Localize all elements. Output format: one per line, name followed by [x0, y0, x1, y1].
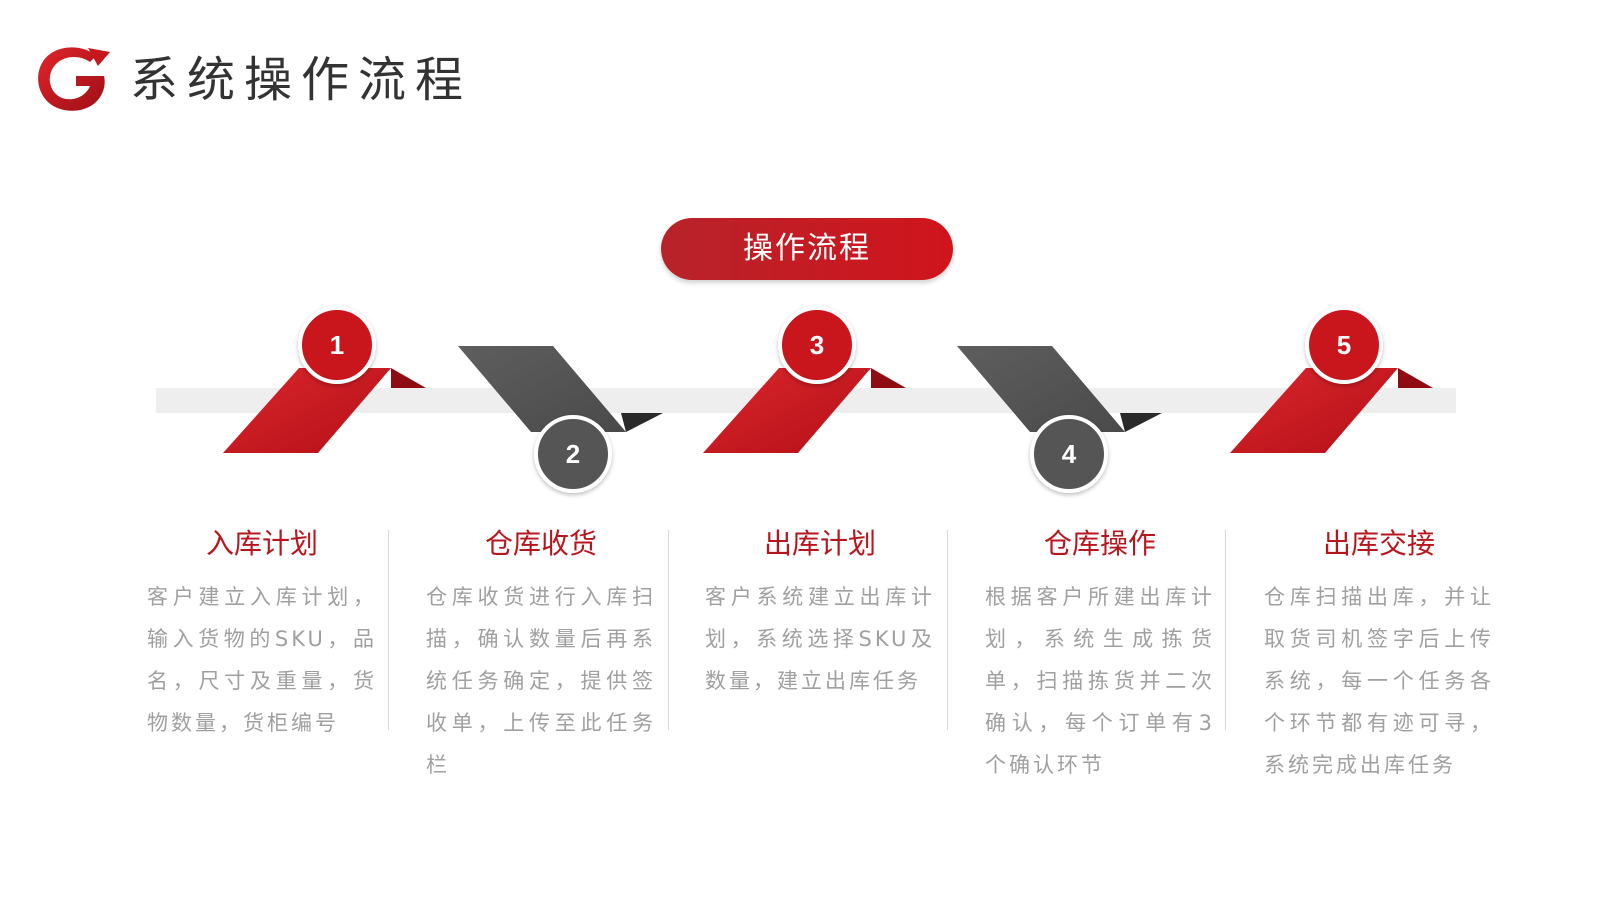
step-4-column: 仓库操作 根据客户所建出库计划，系统生成拣货单，扫描拣货并二次确认，每个订单有3… — [985, 522, 1215, 786]
step-1-description: 客户建立入库计划，输入货物的SKU，品名，尺寸及重量，货物数量，货柜编号 — [147, 585, 377, 735]
column-divider — [947, 530, 948, 730]
column-divider — [668, 530, 669, 730]
step-5-column: 出库交接 仓库扫描出库，并让取货司机签字后上传系统，每一个任务各个环节都有迹可寻… — [1264, 522, 1494, 786]
step-5-number: 5 — [1337, 330, 1351, 360]
g-arrow-logo-icon — [38, 47, 110, 111]
step-2-marker: 2 — [458, 346, 663, 493]
step-4-description: 根据客户所建出库计划，系统生成拣货单，扫描拣货并二次确认，每个订单有3个确认环节 — [985, 585, 1215, 777]
flow-badge: 操作流程 — [661, 218, 953, 280]
step-2-description: 仓库收货进行入库扫描，确认数量后再系统任务确定，提供签收单，上传至此任务栏 — [426, 585, 656, 777]
column-divider — [1225, 530, 1226, 730]
step-5-description: 仓库扫描出库，并让取货司机签字后上传系统，每一个任务各个环节都有迹可寻，系统完成… — [1264, 585, 1494, 777]
step-2-title: 仓库收货 — [484, 527, 597, 560]
step-3-column: 出库计划 客户系统建立出库计划，系统选择SKU及数量，建立出库任务 — [705, 522, 935, 702]
step-4-number: 4 — [1062, 439, 1077, 469]
step-2-column: 仓库收货 仓库收货进行入库扫描，确认数量后再系统任务确定，提供签收单，上传至此任… — [426, 522, 656, 786]
step-4-title: 仓库操作 — [1043, 527, 1156, 560]
step-5-marker: 5 — [1230, 306, 1433, 453]
page-title: 系统操作流程 — [130, 52, 473, 108]
step-2-number: 2 — [566, 439, 580, 469]
step-5-title: 出库交接 — [1322, 527, 1435, 560]
step-3-marker: 3 — [703, 306, 906, 453]
step-1-number: 1 — [330, 330, 344, 360]
step-3-title: 出库计划 — [763, 527, 876, 560]
step-3-description: 客户系统建立出库计划，系统选择SKU及数量，建立出库任务 — [705, 585, 935, 693]
column-divider — [388, 530, 389, 730]
step-1-column: 入库计划 客户建立入库计划，输入货物的SKU，品名，尺寸及重量，货物数量，货柜编… — [147, 522, 377, 744]
step-3-number: 3 — [810, 330, 824, 360]
step-1-title: 入库计划 — [205, 527, 318, 560]
step-4-marker: 4 — [957, 346, 1162, 493]
step-1-marker: 1 — [223, 306, 426, 453]
